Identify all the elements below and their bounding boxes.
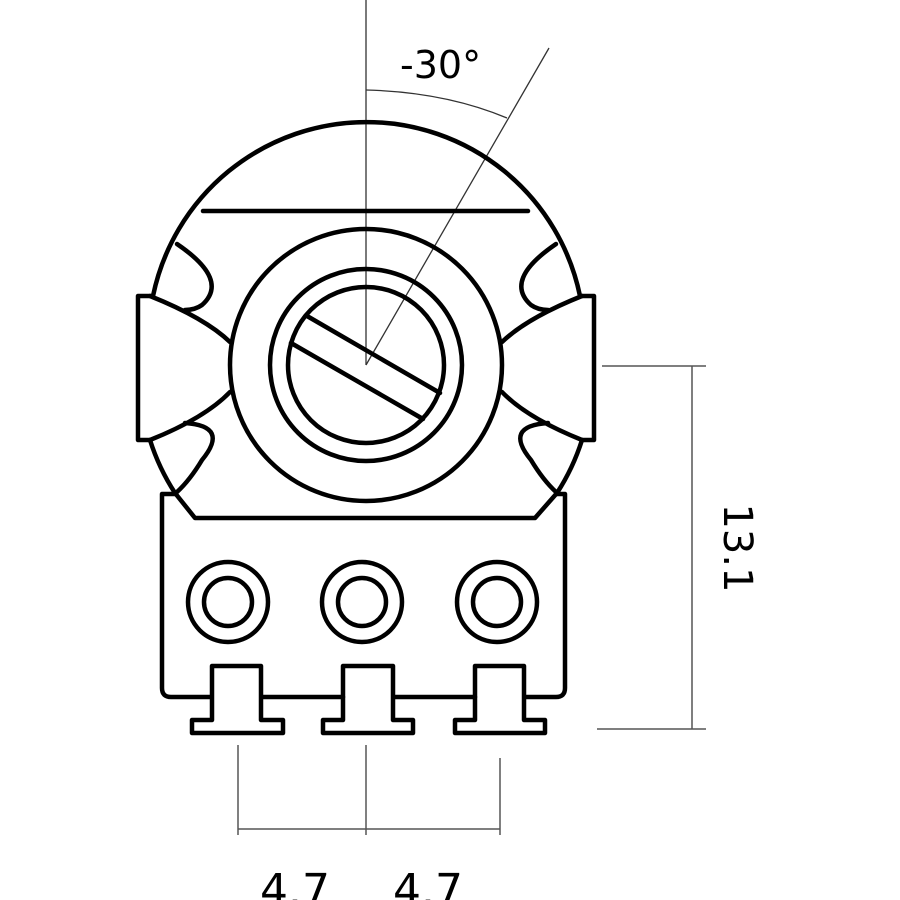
right-side-tab [577, 293, 597, 443]
outer-ring [227, 226, 505, 504]
left-lower-wedge [147, 389, 233, 443]
terminal-ring-3-outer [454, 559, 540, 645]
left-upper-wedge [147, 293, 233, 345]
slot-upper-edge [304, 313, 443, 396]
angle-arc [365, 89, 508, 119]
height-dimension-label: 13.1 [714, 503, 760, 592]
pin-3 [452, 663, 548, 736]
pin-2 [320, 663, 416, 736]
terminal-block-left-edge [159, 491, 214, 700]
angle-label: -30° [400, 43, 481, 87]
left-upper-knurl [174, 241, 214, 313]
left-lower-knurl [174, 420, 215, 495]
housing-top-arc [150, 119, 583, 299]
right-lower-knurl [518, 420, 559, 495]
terminal-block-right-edge [523, 491, 568, 700]
right-upper-wedge [499, 293, 585, 345]
terminal-ring-3-inner [470, 575, 524, 629]
left-side-tab [135, 293, 156, 443]
pitch-label-right: 4.7 [393, 865, 463, 900]
right-lower-wedge [499, 389, 585, 443]
inner-ring [285, 284, 447, 446]
rotation-angle-line [365, 47, 550, 366]
housing-bottom-chamfer [172, 490, 560, 521]
terminal-ring-2-inner [335, 575, 389, 629]
middle-ring [267, 266, 465, 464]
right-upper-knurl [519, 241, 559, 313]
slot-lower-edge [288, 340, 426, 422]
pitch-dimension [237, 745, 501, 835]
height-dimension [597, 365, 706, 730]
terminal-ring-1-outer [185, 559, 271, 645]
terminal-ring-1-inner [201, 575, 255, 629]
pin-1 [189, 663, 286, 736]
terminal-block [159, 491, 568, 736]
terminal-ring-2-outer [319, 559, 405, 645]
angle-reference [365, 0, 550, 366]
pitch-label-left: 4.7 [260, 865, 330, 900]
rotor [227, 226, 505, 504]
housing-lower-arc-right [554, 437, 585, 496]
housing [135, 119, 597, 521]
housing-lower-arc-left [147, 437, 178, 496]
